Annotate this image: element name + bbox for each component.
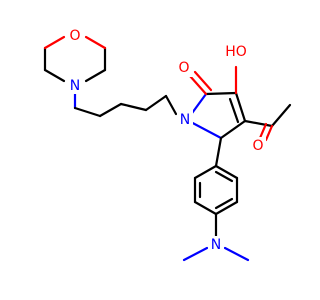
bond [214,136,223,168]
bond [214,200,239,216]
bond [98,102,123,118]
carbonyl-oxygen-label: O [178,60,189,76]
bond [84,68,107,83]
dimethylamino-nitrogen-label: N [211,237,221,253]
morpholine-ring [43,35,107,83]
ring-nitrogen-label: N [180,112,190,128]
morpholine-oxygen-label: O [69,28,80,44]
pyrrolinone-ring [185,91,247,140]
dimethylamino-group [182,212,250,262]
acetyl-oxygen-label: O [252,138,263,154]
bond [188,74,208,96]
bond [223,246,250,262]
bond [270,103,292,128]
atom-labels: O N N O HO O N [67,27,266,254]
bond [193,164,218,180]
bond [258,122,268,140]
bond [164,94,178,116]
bond [119,102,148,112]
bond [214,197,234,210]
bond [219,119,247,140]
bond [84,35,107,50]
bond [234,91,247,123]
bond [73,106,102,118]
bond [144,94,168,112]
bond [228,97,240,124]
bond [204,91,238,96]
hydroxyl-label: HO [225,44,247,60]
phenyl-ring [193,136,239,216]
bond [193,70,213,92]
acetyl-group [243,103,292,142]
bond [214,170,234,183]
propyl-linker [73,92,178,118]
bond [43,68,66,83]
bond [214,164,239,180]
morpholine-nitrogen-label: N [70,78,80,94]
bond [243,119,274,128]
carbonyl-group [188,70,213,96]
bond [43,35,66,50]
structure-canvas: O N N O HO O N [43,27,292,262]
bond [193,200,218,216]
bond [182,246,209,262]
bond [264,124,274,142]
